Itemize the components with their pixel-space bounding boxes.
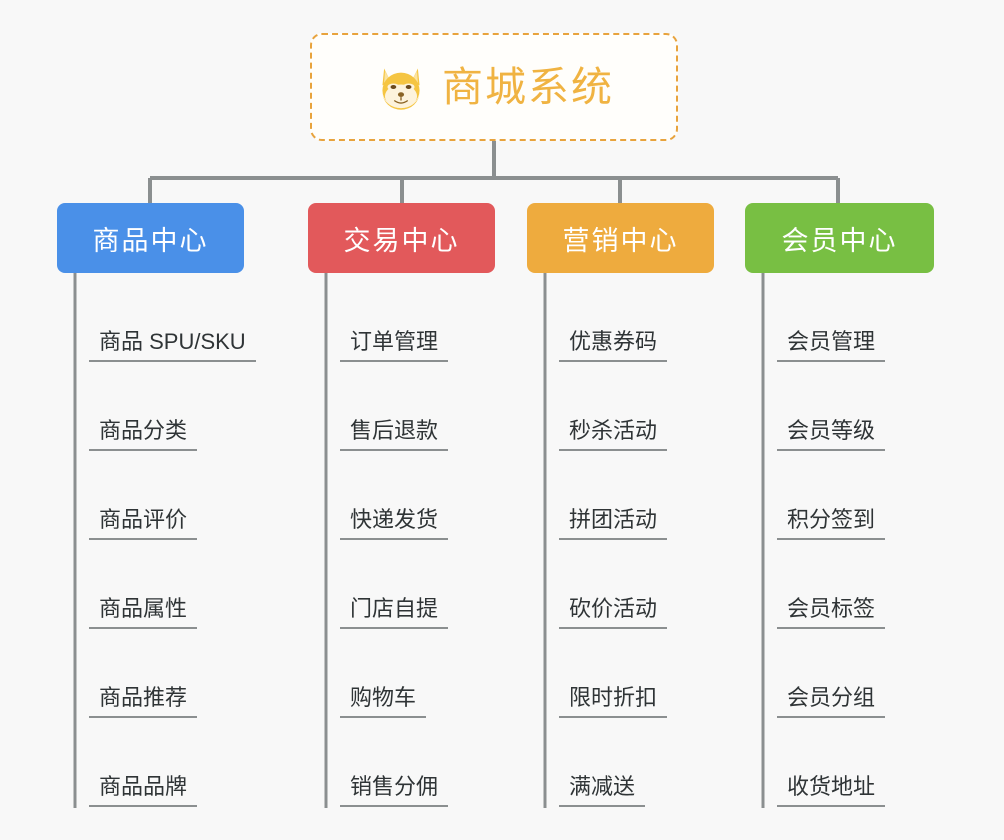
leaf-item[interactable]: 门店自提: [308, 540, 528, 629]
leaf-item[interactable]: 订单管理: [308, 273, 528, 362]
leaf-item[interactable]: 会员分组: [745, 629, 965, 718]
leaf-label: 满减送: [559, 774, 646, 807]
branch-header-0[interactable]: 商品中心: [57, 203, 244, 273]
leaf-label: 优惠券码: [559, 329, 668, 362]
leaf-item[interactable]: 售后退款: [308, 362, 528, 451]
leaf-label: 商品分类: [89, 418, 198, 451]
branch-header-2[interactable]: 营销中心: [527, 203, 714, 273]
leaf-label: 售后退款: [340, 418, 449, 451]
leaf-list-0: 商品 SPU/SKU 商品分类 商品评价 商品属性 商品推荐 商品品牌: [57, 273, 307, 807]
leaf-item[interactable]: 销售分佣: [308, 718, 528, 807]
leaf-label: 商品推荐: [89, 685, 198, 718]
leaf-label: 商品评价: [89, 507, 198, 540]
branch-column-0: 商品中心 商品 SPU/SKU 商品分类 商品评价 商品属性 商品推荐 商品品牌: [57, 203, 307, 807]
leaf-item[interactable]: 商品评价: [57, 451, 307, 540]
leaf-item[interactable]: 会员等级: [745, 362, 965, 451]
leaf-label: 商品品牌: [89, 774, 198, 807]
leaf-item[interactable]: 商品推荐: [57, 629, 307, 718]
leaf-item[interactable]: 商品 SPU/SKU: [57, 273, 307, 362]
leaf-item[interactable]: 砍价活动: [527, 540, 747, 629]
leaf-list-2: 优惠券码 秒杀活动 拼团活动 砍价活动 限时折扣 满减送: [527, 273, 747, 807]
leaf-label: 限时折扣: [559, 685, 668, 718]
leaf-label: 门店自提: [340, 596, 449, 629]
leaf-label: 订单管理: [340, 329, 449, 362]
leaf-label: 收货地址: [777, 774, 886, 807]
leaf-label: 砍价活动: [559, 596, 668, 629]
leaf-item[interactable]: 快递发货: [308, 451, 528, 540]
leaf-label: 会员管理: [777, 329, 886, 362]
leaf-label: 会员标签: [777, 596, 886, 629]
leaf-item[interactable]: 积分签到: [745, 451, 965, 540]
leaf-label: 销售分佣: [340, 774, 449, 807]
leaf-item[interactable]: 限时折扣: [527, 629, 747, 718]
leaf-label: 商品 SPU/SKU: [89, 329, 256, 362]
leaf-label: 快递发货: [340, 507, 449, 540]
leaf-label: 积分签到: [777, 507, 886, 540]
branch-column-2: 营销中心 优惠券码 秒杀活动 拼团活动 砍价活动 限时折扣 满减送: [527, 203, 747, 807]
leaf-label: 会员等级: [777, 418, 886, 451]
leaf-list-3: 会员管理 会员等级 积分签到 会员标签 会员分组 收货地址: [745, 273, 965, 807]
leaf-label: 商品属性: [89, 596, 198, 629]
leaf-item[interactable]: 满减送: [527, 718, 747, 807]
shiba-dog-face-icon: [382, 68, 420, 110]
leaf-item[interactable]: 秒杀活动: [527, 362, 747, 451]
leaf-item[interactable]: 购物车: [308, 629, 528, 718]
leaf-item[interactable]: 会员标签: [745, 540, 965, 629]
leaf-item[interactable]: 优惠券码: [527, 273, 747, 362]
leaf-item[interactable]: 商品分类: [57, 362, 307, 451]
leaf-label: 购物车: [340, 685, 427, 718]
leaf-item[interactable]: 商品品牌: [57, 718, 307, 807]
branch-header-3[interactable]: 会员中心: [745, 203, 934, 273]
leaf-item[interactable]: 商品属性: [57, 540, 307, 629]
branch-column-1: 交易中心 订单管理 售后退款 快递发货 门店自提 购物车 销售分佣: [308, 203, 528, 807]
root-title: 商城系统: [442, 63, 614, 110]
leaf-item[interactable]: 拼团活动: [527, 451, 747, 540]
branch-column-3: 会员中心 会员管理 会员等级 积分签到 会员标签 会员分组 收货地址: [745, 203, 965, 807]
leaf-item[interactable]: 会员管理: [745, 273, 965, 362]
leaf-label: 会员分组: [777, 685, 886, 718]
root-node[interactable]: 商城系统: [310, 33, 678, 141]
branch-header-1[interactable]: 交易中心: [308, 203, 495, 273]
leaf-item[interactable]: 收货地址: [745, 718, 965, 807]
leaf-label: 拼团活动: [559, 507, 668, 540]
leaf-label: 秒杀活动: [559, 418, 668, 451]
leaf-list-1: 订单管理 售后退款 快递发货 门店自提 购物车 销售分佣: [308, 273, 528, 807]
